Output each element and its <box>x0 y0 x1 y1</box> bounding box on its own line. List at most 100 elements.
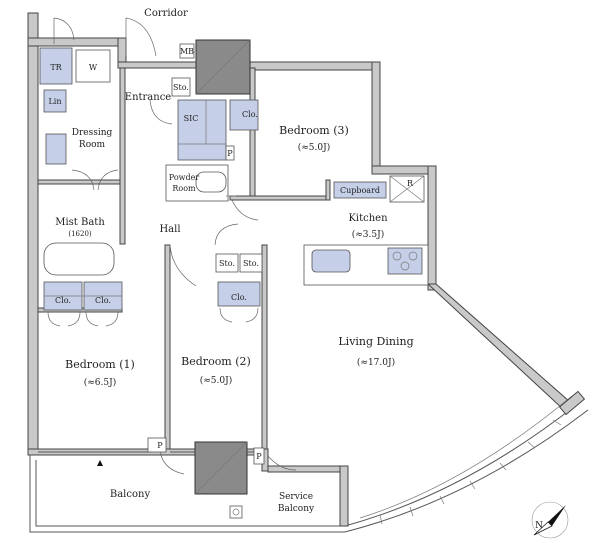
wall-bed2-living <box>261 244 268 450</box>
closet-bed2 <box>217 281 261 307</box>
label-bedroom1: Bedroom (1) <box>65 358 135 371</box>
door-bed3 <box>231 199 259 221</box>
closet-doors-bed1 <box>47 311 119 327</box>
storage-bed2-left <box>215 253 239 273</box>
label-mist-bath: Mist Bath <box>55 217 105 228</box>
label-mb: MB <box>180 47 194 56</box>
p-box-bed1 <box>147 437 167 453</box>
bathtub <box>43 242 115 276</box>
label-sic: SIC <box>184 114 199 123</box>
label-r: R <box>407 179 414 188</box>
label-north: N <box>535 521 543 531</box>
fridge-x2 <box>389 175 425 203</box>
tr-fixture <box>39 47 73 85</box>
washer-space <box>75 49 111 83</box>
wall-living-slant <box>426 283 571 411</box>
storage-bed2-right <box>239 253 263 273</box>
wall-service-top <box>267 465 347 473</box>
balcony-inner <box>35 460 345 527</box>
label-clo-bed1-right: Clo. <box>95 296 111 305</box>
cupboard-fixture <box>333 181 387 199</box>
north-compass <box>531 501 569 539</box>
label-kitchen: Kitchen <box>348 213 388 224</box>
wall-kitchen-left <box>325 179 331 201</box>
balcony-curve-rail <box>359 395 573 519</box>
kitchen-sink <box>311 249 351 273</box>
label-sto-entrance: Sto. <box>173 83 189 92</box>
area-kitchen: (≈3.5J) <box>352 229 384 240</box>
balcony-drain-circle <box>232 508 240 516</box>
label-powder-1: Powder <box>169 173 200 182</box>
label-sto-bed2-left: Sto. <box>219 259 235 268</box>
area-bedroom3: (≈5.0J) <box>298 142 330 153</box>
wall-bed1-bed2 <box>164 244 171 450</box>
wall-dressing-bottom <box>37 179 121 185</box>
balcony-outline <box>29 455 345 533</box>
wall-bedroom3-right <box>371 61 381 173</box>
label-corridor: Corridor <box>144 8 188 19</box>
wall-kitchen-top <box>371 165 435 175</box>
p-box-powder <box>225 145 235 161</box>
wall-kitchen-right <box>427 165 437 291</box>
door-bed1 <box>169 244 197 287</box>
door-balcony-bed1 <box>159 451 185 475</box>
label-p-bed1: P <box>157 441 163 450</box>
linen-fixture <box>43 89 67 113</box>
label-dressing-2: Room <box>79 140 106 150</box>
label-dressing-1: Dressing <box>72 128 113 138</box>
door-service <box>267 455 297 471</box>
label-service-1: Service <box>279 492 313 502</box>
closet-doors-bed2 <box>219 307 259 323</box>
toilet <box>195 171 227 193</box>
wall-entrance-top <box>117 61 197 69</box>
label-bedroom2: Bedroom (2) <box>181 355 251 368</box>
label-sto-bed2-right: Sto. <box>243 259 259 268</box>
label-cupboard: Cupboard <box>340 186 380 195</box>
door-entrance-inner <box>149 99 173 125</box>
closet-bed3 <box>229 99 259 131</box>
balcony-curve-outer <box>344 409 589 533</box>
stove-burners <box>392 251 418 271</box>
balcony-endcap <box>558 390 586 416</box>
door-bed2 <box>214 223 239 246</box>
label-living-dining: Living Dining <box>338 335 413 348</box>
wall-service-right <box>339 465 349 527</box>
sic-fixture <box>177 99 227 161</box>
area-living-dining: (≈17.0J) <box>357 357 395 368</box>
balcony-drain <box>229 505 243 519</box>
label-lin: Lin <box>48 97 61 106</box>
label-p-powder: P <box>227 149 233 158</box>
vanity-fixture <box>45 133 67 165</box>
label-p-bed2: P <box>256 452 262 461</box>
label-clo-bed2: Clo. <box>231 293 247 302</box>
label-bedroom3: Bedroom (3) <box>279 124 349 137</box>
label-entrance: Entrance <box>125 92 172 103</box>
area-bedroom2: (≈5.0J) <box>200 375 232 386</box>
storage-entrance-box <box>171 77 191 97</box>
wall-bedroom3-left <box>249 67 256 197</box>
label-powder-2: Room <box>172 184 196 193</box>
balcony-ticks <box>379 419 562 525</box>
door-main <box>125 17 157 57</box>
pipe-shaft-bottom-x <box>194 441 248 495</box>
area-bedroom1: (≈6.5J) <box>84 377 116 388</box>
pipe-shaft-top-x <box>195 39 251 95</box>
door-dressing <box>71 169 119 191</box>
mb-box <box>179 43 195 59</box>
label-tr: TR <box>50 63 62 72</box>
balcony-curve-inner <box>344 401 581 527</box>
label-mist-bath-size: (1620) <box>68 230 92 238</box>
wall-bedroom3-bottom <box>229 195 331 201</box>
wall-dressing-right <box>119 67 126 245</box>
label-w: W <box>89 63 98 72</box>
kitchen-stove <box>387 247 423 275</box>
label-clo-bed3: Clo. <box>242 110 258 119</box>
door-tr <box>53 17 75 44</box>
wall-left <box>27 41 39 455</box>
label-balcony: Balcony <box>110 489 151 500</box>
wall-bedroom3-top <box>249 61 381 71</box>
p-box-bed2 <box>253 447 265 465</box>
balcony-exit-marker <box>97 460 103 466</box>
label-clo-bed1-left: Clo. <box>55 296 71 305</box>
